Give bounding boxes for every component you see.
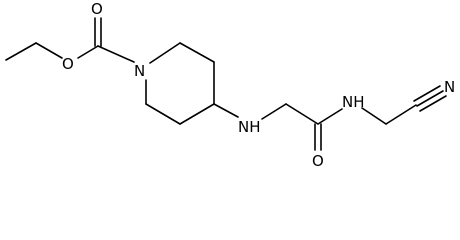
bond-nitrile-triple-c xyxy=(419,95,447,112)
atom-ester-oxygen: O xyxy=(62,55,74,73)
bond-carbonyl-ring-n xyxy=(97,45,135,63)
bond-amide-nh-ch2 xyxy=(361,107,387,125)
bond-ring-c4-c5 xyxy=(179,103,215,125)
atom-amide-oxygen: O xyxy=(312,152,324,170)
bond-ethyl-ch3 xyxy=(5,42,37,61)
atom-ring-nitrogen: N xyxy=(134,62,145,80)
molecule-diagram: O O N NH O NH N xyxy=(5,0,455,170)
bond-o-carbonyl-c xyxy=(77,45,99,59)
bond-ethyl-ch2-o xyxy=(35,42,63,59)
bond-ring-c2-c3 xyxy=(179,42,215,63)
bond-ring-c5-c6 xyxy=(145,103,181,125)
bond-ch2-nitrile-c xyxy=(385,104,417,125)
bond-ring-n-c2 xyxy=(149,42,181,64)
atom-amide-nh: NH xyxy=(342,93,365,111)
atom-nitrile-nitrogen: N xyxy=(444,78,455,96)
atom-carbonyl-oxygen: O xyxy=(91,0,103,18)
bond-amide-c-nh xyxy=(317,108,343,125)
bond-amine-ch2 xyxy=(261,103,287,120)
bond-nitrile-triple-a xyxy=(413,85,441,102)
bond-c4-amine xyxy=(213,103,239,118)
atom-amine-nh: NH xyxy=(238,118,261,136)
bond-ch2-amide-c xyxy=(285,103,319,125)
bond-nitrile-triple-b xyxy=(416,90,444,107)
